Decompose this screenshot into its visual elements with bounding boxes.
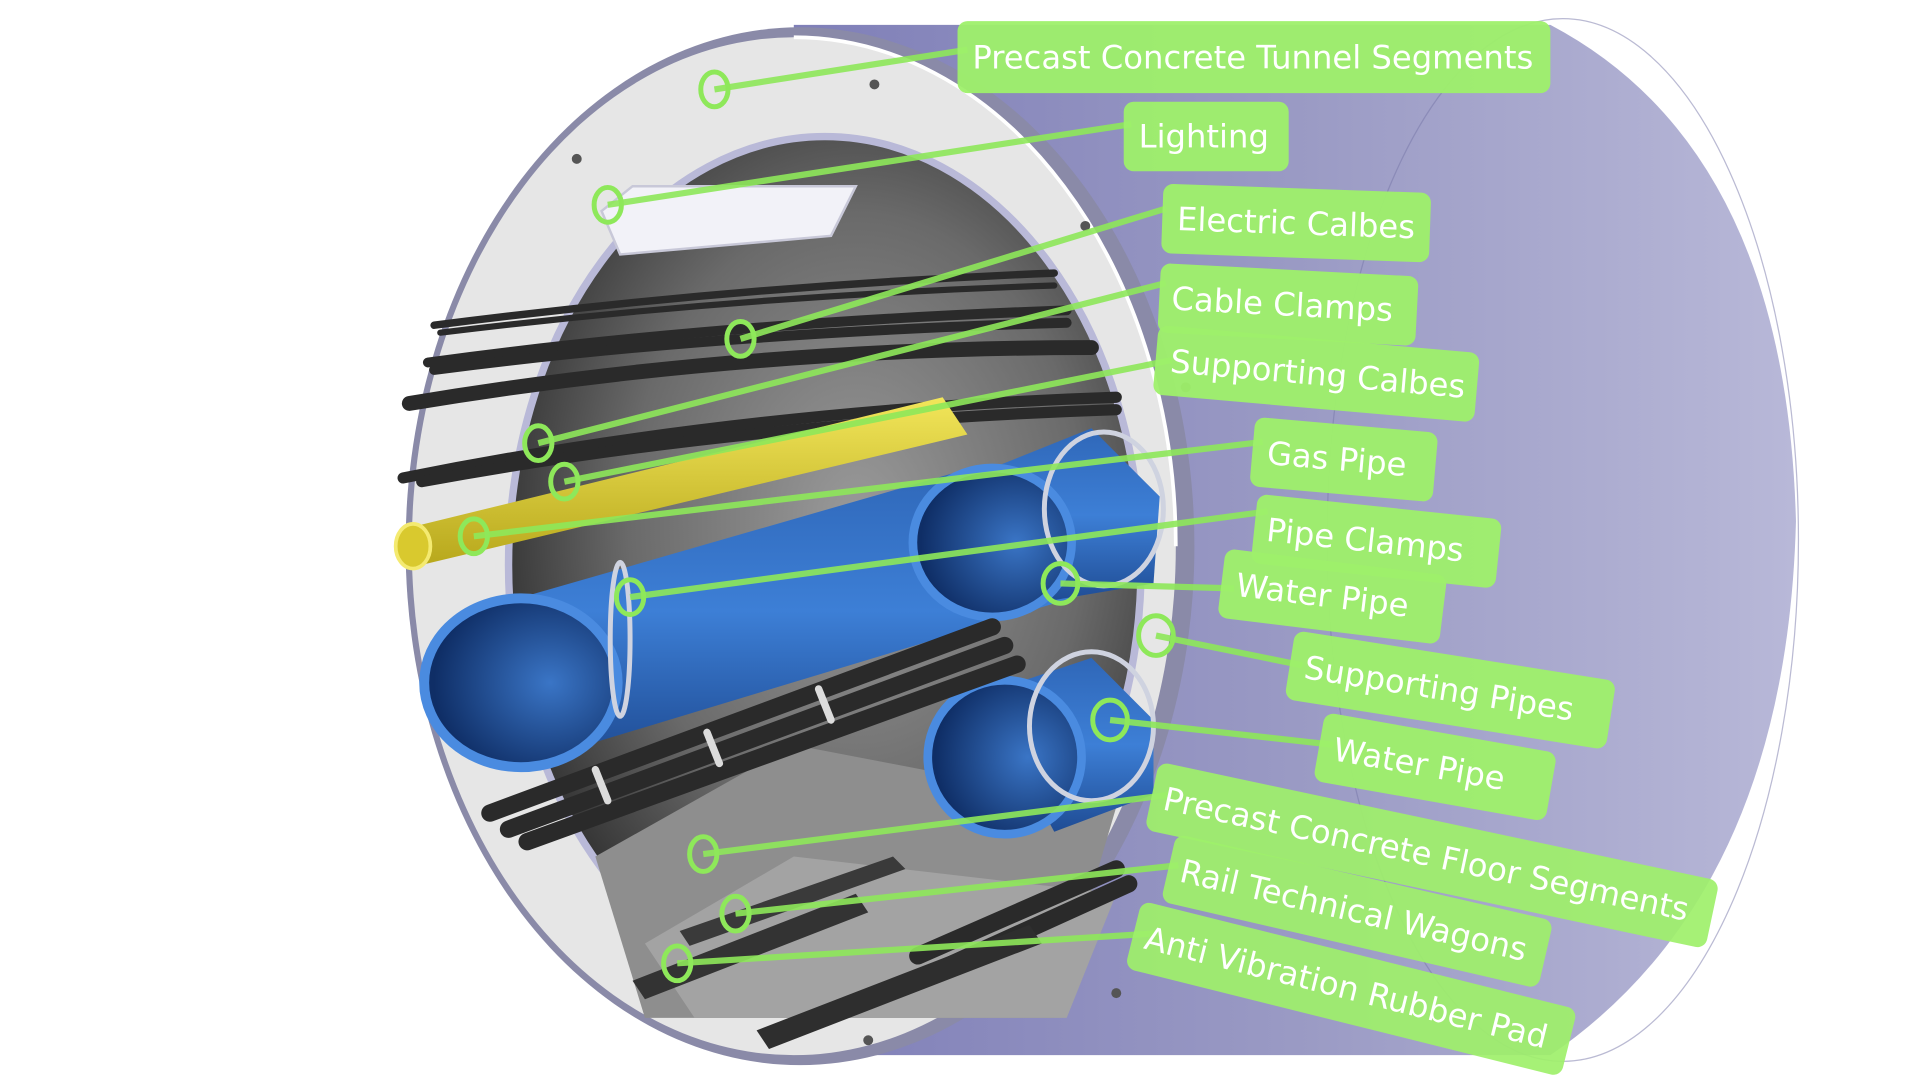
label-gas-pipe: Gas Pipe <box>1250 417 1438 502</box>
label-precast-concrete-tunnel-segments: Precast Concrete Tunnel Segments <box>957 21 1551 94</box>
label-water-pipe-lower: Water Pipe <box>1314 713 1556 821</box>
leader-target-rings <box>457 69 1176 984</box>
label-cable-clamps: Cable Clamps <box>1157 263 1419 346</box>
lighting-fixture <box>600 184 858 256</box>
svg-text:Electric Calbes: Electric Calbes <box>1176 200 1415 246</box>
electric-cables <box>397 269 1122 488</box>
cable-bundle-lower <box>481 618 1026 851</box>
rail-and-floor-cables <box>632 856 1138 1049</box>
svg-text:Lighting: Lighting <box>1139 118 1269 156</box>
label-lighting: Lighting <box>1123 101 1289 172</box>
leader-lines <box>473 46 1334 967</box>
svg-text:Precast Concrete Tunnel Segmen: Precast Concrete Tunnel Segments <box>972 38 1533 76</box>
label-electric-cables: Electric Calbes <box>1161 183 1431 263</box>
label-supporting-cables: Supporting Calbes <box>1153 325 1480 422</box>
label-water-pipe-upper: Water Pipe <box>1218 549 1447 644</box>
gas-pipe <box>393 397 968 571</box>
